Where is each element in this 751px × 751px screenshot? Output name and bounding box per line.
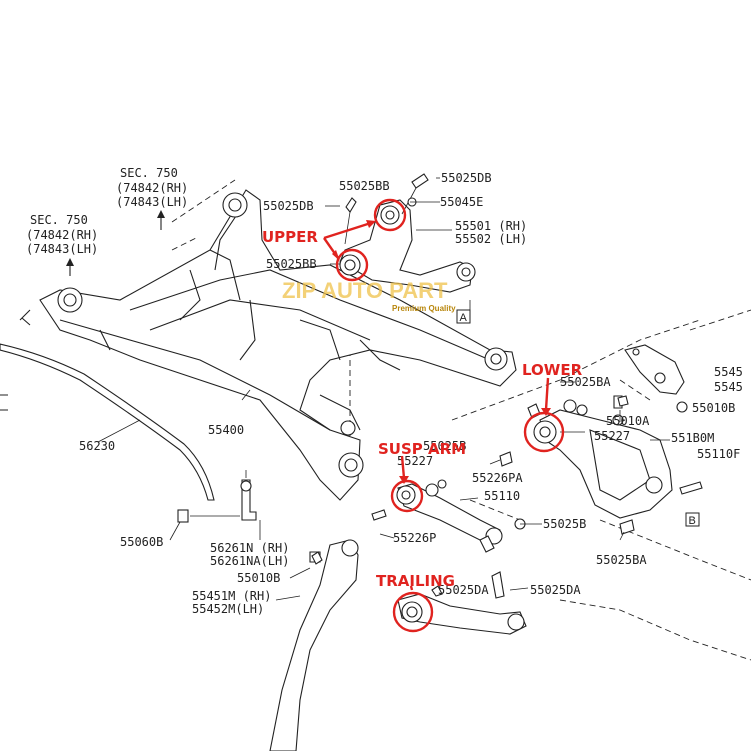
subframe-55400	[19, 189, 517, 501]
ref-box-a: A	[456, 309, 471, 324]
label-55025DB-left: 55025DB	[263, 199, 314, 213]
label-55110F: 55110F	[697, 447, 740, 461]
stabilizer-bar-56230	[0, 343, 257, 523]
watermark-sub: Premium Quality	[392, 304, 456, 313]
label-55451M: 55451M (RH)	[192, 589, 271, 603]
label-55025DB-top: 55025DB	[441, 171, 492, 185]
label-leaders	[97, 177, 670, 601]
ref-box-b: B	[685, 512, 700, 527]
ref-box-b-letter: B	[689, 515, 696, 527]
trailing-arm	[269, 539, 359, 751]
section-ref-lower: SEC. 750 (74842(RH) (74843(LH)	[26, 213, 98, 276]
section-ref-lower-sec: SEC. 750	[30, 213, 88, 227]
callout-lower: LOWER	[522, 361, 583, 453]
bushing-icon	[177, 509, 189, 523]
callout-trailing-label: TRAILING	[376, 572, 455, 590]
label-56230: 56230	[79, 439, 115, 453]
label-55227-right: 55227	[594, 429, 630, 443]
label-55025B-2: 55025B	[543, 517, 586, 531]
label-55010B-left: 55010B	[237, 571, 280, 585]
label-55025BB-2: 55025BB	[266, 257, 317, 271]
label-5545-1: 5545	[714, 365, 743, 379]
label-55025BA-1: 55025BA	[560, 375, 611, 389]
label-55400: 55400	[208, 423, 244, 437]
label-56261NA: 56261NA(LH)	[210, 554, 289, 568]
arrow-head-icon	[157, 210, 165, 218]
watermark-text: ZIP AUTO PART	[282, 278, 448, 303]
bracket-5545	[624, 344, 685, 395]
watermark: ZIP AUTO PART Premium Quality	[282, 278, 456, 313]
label-55045E: 55045E	[440, 195, 483, 209]
label-55226P: 55226P	[393, 531, 436, 545]
section-ref-upper: SEC. 750 (74842(RH) (74843(LH)	[116, 166, 188, 230]
label-55501: 55501 (RH)	[455, 219, 527, 233]
section-ref-upper-sec: SEC. 750	[120, 166, 178, 180]
label-55010A: 55010A	[606, 414, 650, 428]
section-ref-lower-rh: (74842(RH)	[26, 228, 98, 242]
label-55025B-1: 55025B	[423, 439, 466, 453]
label-55025BB-1: 55025BB	[339, 179, 390, 193]
label-55010B-right: 55010B	[692, 401, 735, 415]
lower-link-551B0M	[533, 344, 703, 535]
label-55025DA-2: 55025DA	[438, 583, 489, 597]
section-ref-lower-lh: (74843(LH)	[26, 242, 98, 256]
label-551B0M: 551B0M	[671, 431, 714, 445]
callout-susp-arm-label: SUSP ARM	[378, 440, 466, 458]
label-5545-2: 5545	[714, 380, 743, 394]
label-55110: 55110	[484, 489, 520, 503]
callout-trailing: TRAILING	[376, 572, 455, 633]
part-labels: 55025DB 55025BB 55045E 55025DB 55501 (RH…	[79, 171, 743, 616]
label-55452M: 55452M(LH)	[192, 602, 264, 616]
arrow-head-icon	[66, 258, 74, 266]
callout-upper-label: UPPER	[262, 228, 318, 246]
section-ref-upper-rh: (74842(RH)	[116, 181, 188, 195]
label-55227-left: 55227	[397, 454, 433, 468]
label-55025DA-1: 55025DA	[530, 583, 581, 597]
callout-susp-arm: SUSP ARM	[378, 440, 466, 513]
label-55025BA-2: 55025BA	[596, 553, 647, 567]
section-ref-upper-lh: (74843(LH)	[116, 195, 188, 209]
callout-lower-label: LOWER	[522, 361, 583, 379]
label-55226PA: 55226PA	[472, 471, 523, 485]
ref-box-a-letter: A	[460, 312, 468, 324]
label-55060B: 55060B	[120, 535, 163, 549]
label-55502: 55502 (LH)	[455, 232, 527, 246]
label-56261N: 56261N (RH)	[210, 541, 289, 555]
callout-upper: UPPER	[262, 198, 407, 282]
